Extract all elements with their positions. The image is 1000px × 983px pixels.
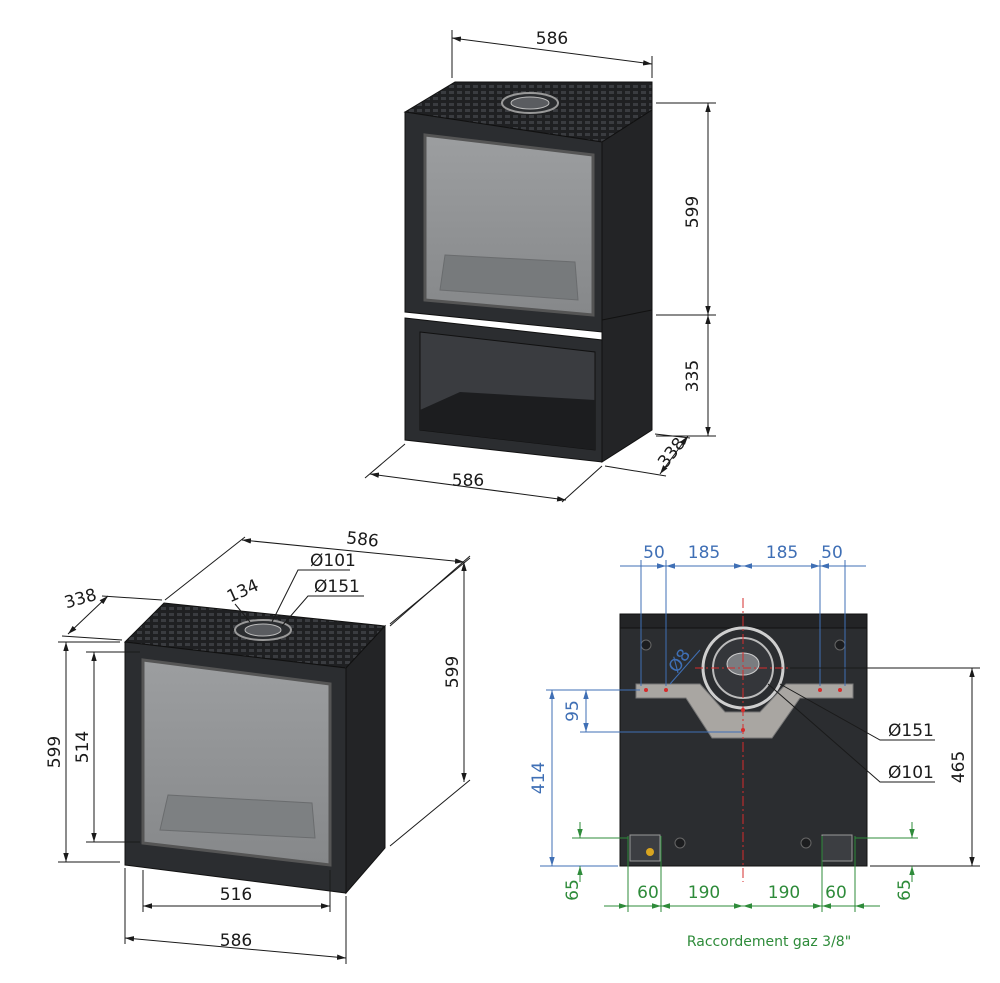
back-dim-bracket-height: 95: [563, 700, 583, 722]
flue-opening-icon: [510, 96, 550, 110]
perspective-flue-opening-icon: [244, 623, 282, 637]
persp-dim-height-right: 599: [443, 656, 463, 688]
persp-dim-width: 586: [345, 528, 379, 551]
back-gas-dim-2: 190: [768, 883, 800, 903]
screw-hole-icon: [640, 639, 652, 651]
back-dim-flue-height: 414: [529, 762, 549, 794]
persp-dim-outer-dia: Ø151: [314, 577, 360, 597]
dim-bottom-width: 586: [452, 471, 484, 491]
persp-dim-inner-dia: Ø101: [310, 551, 356, 571]
back-dim-top-0: 50: [643, 543, 665, 563]
flue-bracket: [635, 683, 854, 739]
back-gas-dim-1: 190: [688, 883, 720, 903]
persp-dim-flue-offset: 134: [224, 576, 262, 607]
persp-dim-height-left: 599: [45, 736, 65, 768]
perspective-right-side: [345, 624, 386, 895]
front-view: 586 599 335 338 586: [364, 29, 716, 503]
persp-dim-depth: 338: [62, 585, 99, 613]
back-gas-dim-right-height: 65: [895, 879, 915, 901]
dim-firebox-height: 599: [683, 196, 703, 228]
log-bed: [439, 254, 579, 301]
back-view: 50 185 185 50 Ø8 95 414 465 Ø151 Ø101: [529, 543, 980, 950]
back-dim-total-height: 465: [949, 751, 969, 783]
back-gas-dim-3: 60: [825, 883, 847, 903]
dim-top-width: 586: [536, 29, 568, 49]
back-dim-top-3: 50: [821, 543, 843, 563]
persp-dim-glass-height: 514: [73, 731, 93, 763]
back-dim-outer-dia: Ø151: [888, 721, 934, 741]
perspective-log-bed: [159, 794, 316, 839]
screw-hole-icon: [800, 837, 812, 849]
back-dim-top-1: 185: [688, 543, 720, 563]
gas-caption: Raccordement gaz 3/8": [687, 934, 851, 950]
back-dim-top-2: 185: [766, 543, 798, 563]
dim-base-height: 335: [683, 360, 703, 392]
back-gas-dim-left-height: 65: [563, 879, 583, 901]
right-side-panel: [601, 109, 653, 463]
gas-connector-left-icon: [629, 834, 661, 862]
back-gas-dim-0: 60: [637, 883, 659, 903]
perspective-view: 586 338 134 Ø101 Ø151 599 599 514 51: [45, 528, 471, 964]
screw-hole-icon: [834, 639, 846, 651]
back-dim-inner-dia: Ø101: [888, 763, 934, 783]
gas-connector-right-icon: [821, 834, 853, 862]
dim-depth: 338: [654, 434, 690, 472]
persp-dim-bottom-width: 586: [220, 931, 252, 951]
screw-hole-icon: [674, 837, 686, 849]
persp-dim-glass-width: 516: [220, 885, 252, 905]
